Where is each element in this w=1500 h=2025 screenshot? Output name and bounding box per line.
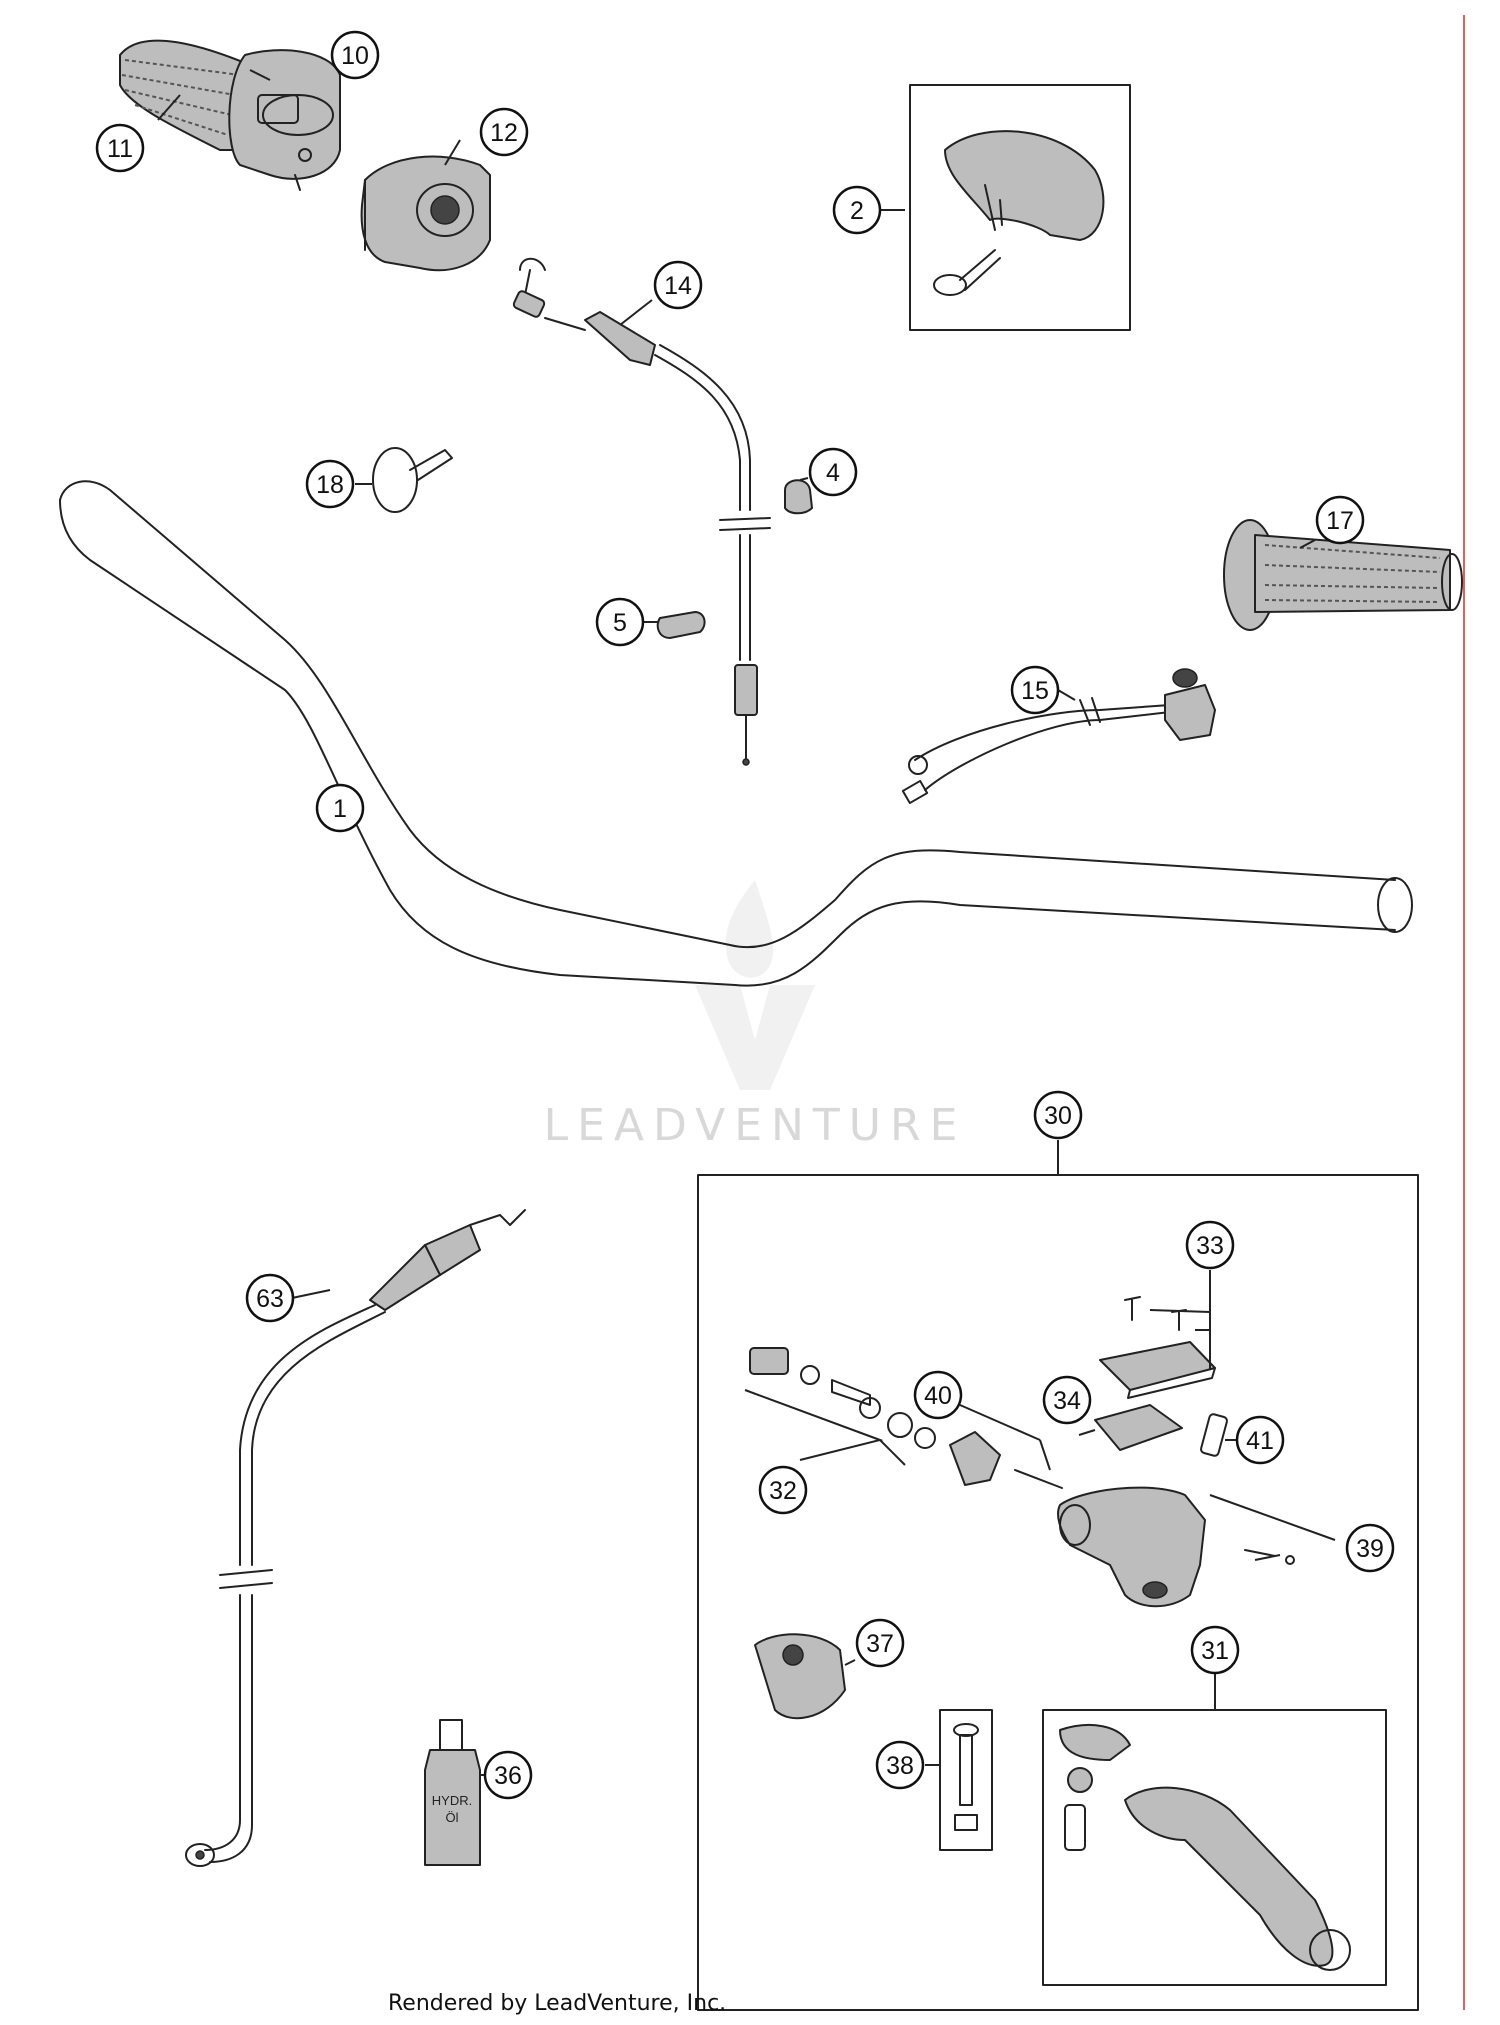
svg-text:36: 36: [494, 1762, 522, 1790]
footer-credit: Rendered by LeadVenture, Inc.: [388, 1991, 726, 2016]
svg-text:31: 31: [1201, 1637, 1229, 1665]
callout-37: 37: [855, 1618, 905, 1668]
svg-text:4: 4: [826, 459, 840, 487]
svg-text:41: 41: [1246, 1427, 1274, 1455]
svg-text:34: 34: [1053, 1387, 1081, 1415]
svg-text:39: 39: [1356, 1535, 1384, 1563]
svg-text:33: 33: [1196, 1232, 1224, 1260]
svg-text:18: 18: [316, 471, 344, 499]
clutch-hose: [185, 1209, 526, 1867]
watermark-text: LEADVENTURE: [544, 1100, 967, 1151]
callout-32: 32: [758, 1465, 808, 1515]
bottle-label-line1: HYDR.: [432, 1793, 472, 1808]
callout-39: 39: [1345, 1523, 1395, 1573]
boot-and-pushrod: [949, 1431, 1063, 1489]
callout-11: 11: [95, 123, 145, 173]
svg-text:40: 40: [924, 1382, 952, 1410]
hydraulic-oil-bottle: HYDR. Öl: [424, 1719, 481, 1866]
svg-text:32: 32: [769, 1477, 797, 1505]
svg-text:15: 15: [1021, 677, 1049, 705]
kill-switch: [901, 668, 1216, 805]
callout-14: 14: [653, 260, 703, 310]
cable-tie: [372, 447, 453, 513]
cover-kit-box: [909, 84, 1131, 331]
cable-adjuster-nut: [784, 479, 813, 515]
callout-40: 40: [913, 1370, 963, 1420]
svg-text:17: 17: [1326, 507, 1354, 535]
callout-34: 34: [1042, 1375, 1092, 1425]
svg-text:30: 30: [1044, 1102, 1072, 1130]
handlebar: [59, 480, 1413, 987]
callout-33: 33: [1185, 1220, 1235, 1270]
cable-clip: [656, 611, 706, 639]
throttle-cover: [360, 155, 491, 272]
lever-adjuster: [754, 1633, 846, 1720]
svg-text:10: 10: [341, 42, 369, 70]
master-cylinder-body: [1057, 1486, 1206, 1608]
svg-text:11: 11: [107, 135, 133, 163]
callout-36: 36: [483, 1750, 533, 1800]
callout-10: 10: [330, 30, 380, 80]
right-grip: [1223, 519, 1463, 631]
callout-63: 63: [245, 1273, 295, 1323]
svg-text:2: 2: [850, 197, 864, 225]
callout-5: 5: [595, 597, 645, 647]
svg-text:14: 14: [664, 272, 692, 300]
svg-text:12: 12: [490, 119, 518, 147]
throttle-grip-assembly: [119, 39, 341, 191]
throttle-cable: [512, 257, 771, 766]
leadventure-watermark-logo: [695, 880, 815, 1090]
bottle-label-line2: Öl: [446, 1810, 459, 1825]
svg-text:63: 63: [256, 1285, 284, 1313]
callout-41: 41: [1235, 1415, 1285, 1465]
svg-text:37: 37: [866, 1630, 894, 1658]
svg-text:5: 5: [613, 609, 627, 637]
svg-text:1: 1: [333, 795, 347, 823]
piston-kit: [749, 1347, 936, 1449]
callout-17: 17: [1315, 495, 1365, 545]
callout-4: 4: [808, 447, 858, 497]
callout-38: 38: [875, 1740, 925, 1790]
callout-12: 12: [479, 107, 529, 157]
callout-30: 30: [1033, 1090, 1083, 1140]
lever-box: [1042, 1709, 1387, 1986]
callout-15: 15: [1010, 665, 1060, 715]
master-cylinder-box: [697, 1174, 1419, 2011]
callout-31: 31: [1190, 1625, 1240, 1675]
pin-41: [1200, 1413, 1228, 1457]
callout-1: 1: [315, 783, 365, 833]
svg-text:38: 38: [886, 1752, 914, 1780]
pivot-bolt: [939, 1709, 993, 1851]
diaphragm: [1094, 1404, 1183, 1451]
callout-2: 2: [832, 185, 882, 235]
reservoir-cover: [1099, 1296, 1216, 1399]
callout-18: 18: [305, 459, 355, 509]
